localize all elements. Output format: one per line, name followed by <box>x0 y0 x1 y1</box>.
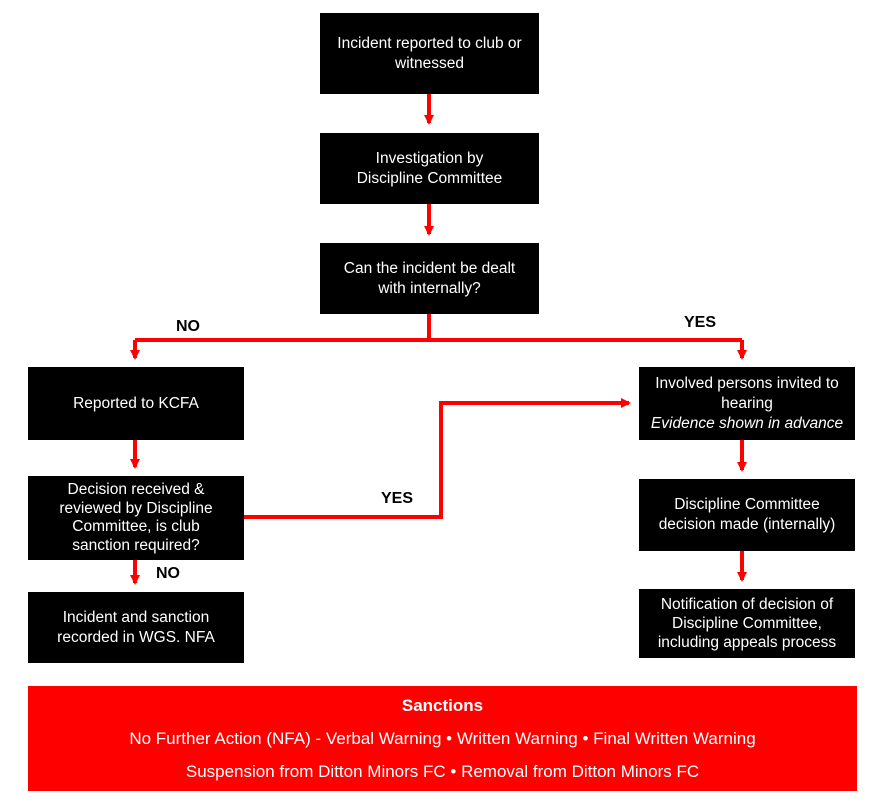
edge-label-no-left: NO <box>176 318 200 335</box>
node-reported-kcfa: Reported to KCFA <box>28 367 244 440</box>
node-investigation: Investigation by Discipline Committee <box>320 133 539 204</box>
node-text: reviewed by Discipline <box>59 499 213 517</box>
node-text: Investigation by <box>375 149 484 167</box>
node-recorded-wgs: Incident and sanction recorded in WGS. N… <box>28 592 244 663</box>
node-decision-received: Decision received & reviewed by Discipli… <box>28 476 244 560</box>
node-text: Discipline Committee <box>356 169 503 187</box>
node-text: hearing <box>721 394 773 412</box>
sanctions-line-1: No Further Action (NFA) - Verbal Warning… <box>129 729 756 748</box>
sanctions-panel: Sanctions No Further Action (NFA) - Verb… <box>28 686 857 791</box>
node-dealt-internally: Can the incident be dealt with internall… <box>320 243 539 314</box>
edge-label-yes-right: YES <box>684 314 717 331</box>
node-text: Notification of decision of <box>660 596 834 613</box>
node-invited-hearing: Involved persons invited to hearing Evid… <box>639 367 855 440</box>
node-text: Committee, is club <box>72 518 200 535</box>
edge-label-no-bottom: NO <box>156 565 180 582</box>
node-text: Discipline Committee, <box>672 615 822 632</box>
node-text: sanction required? <box>72 536 200 554</box>
arrow-decision-to-hearing <box>244 398 631 519</box>
node-text: Involved persons invited to <box>655 374 839 392</box>
node-committee-decision: Discipline Committee decision made (inte… <box>639 479 855 551</box>
node-text: decision made (internally) <box>658 516 836 533</box>
sanctions-line-2: Suspension from Ditton Minors FC • Remov… <box>185 762 700 781</box>
node-text: Can the incident be dealt <box>343 259 516 277</box>
sanctions-title: Sanctions <box>401 696 484 715</box>
node-text: Discipline Committee <box>674 496 820 513</box>
node-text: Incident reported to club or <box>337 34 522 52</box>
node-text: recorded in WGS. NFA <box>57 628 215 646</box>
node-text: Incident and sanction <box>62 608 210 626</box>
node-incident-reported: Incident reported to club or witnessed <box>320 13 539 94</box>
edge-label-yes-middle: YES <box>381 490 414 507</box>
node-note: Evidence shown in advance <box>650 414 844 432</box>
node-text: including appeals process <box>657 634 837 651</box>
node-text: Decision received & <box>67 481 205 498</box>
node-text: Reported to KCFA <box>73 394 199 412</box>
node-text: with internally? <box>378 279 481 297</box>
node-text: witnessed <box>395 54 464 72</box>
node-notification: Notification of decision of Discipline C… <box>639 589 855 658</box>
